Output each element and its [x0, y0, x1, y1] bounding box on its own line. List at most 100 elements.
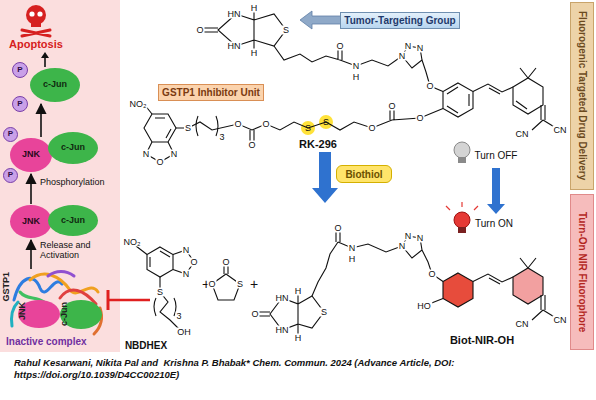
node-text: Turn-On NIR Fluorophore [577, 212, 588, 332]
side-band: Fluorogenic Targeted Drug Delivery [570, 2, 594, 190]
chemical-bonds [473, 84, 513, 94]
skull-icon [22, 5, 50, 36]
node-text: c-Jun [61, 143, 85, 153]
protein-blob: c-Jun [60, 300, 102, 329]
chemical-bonds [136, 11, 556, 335]
text-label: RK-296 [298, 139, 338, 150]
bulb-on [458, 227, 466, 233]
protein-blob: c-Jun [30, 68, 80, 102]
targeting-arrow [300, 11, 345, 29]
atom-label: H [250, 49, 259, 58]
text-label: Turn OFF [474, 151, 519, 161]
left-panel [0, 0, 120, 352]
atom-label: N [398, 52, 407, 61]
atom-label: N [182, 270, 191, 279]
atom-label: S [323, 118, 329, 127]
atom-label: S [184, 124, 192, 133]
flow-arrow [40, 104, 42, 137]
atom-label: N [348, 244, 357, 253]
atom-label: O [233, 120, 242, 129]
text-label: Apoptosis [9, 39, 63, 50]
atom-label: N [398, 242, 407, 251]
atom-label: N [404, 232, 413, 241]
chemical-bonds [516, 68, 556, 130]
atom-label: H [352, 73, 361, 82]
gstp1-protein [30, 274, 98, 293]
atom-label: CN [515, 130, 530, 139]
node-text: Biothiol [345, 169, 382, 180]
chemical-bonds [443, 83, 473, 117]
atom-label: OH [176, 328, 192, 337]
atom-label: N [170, 150, 179, 159]
node-text: Inactive complex [6, 336, 87, 347]
atom-label: CN [515, 320, 530, 329]
node-text: GSTP1 Inhibitor Unit [162, 87, 260, 98]
atom-label: O [189, 258, 198, 267]
chemical-bonds [424, 274, 513, 306]
disulfide-highlight [319, 115, 333, 129]
apoptosis-arrow [44, 57, 46, 67]
target-box: Tumor-Targeting Group [340, 12, 460, 29]
node-text: c-Jun [60, 302, 70, 326]
skull-icon [22, 30, 50, 36]
disulfide-highlight [301, 121, 315, 135]
flow-arrow [30, 240, 32, 269]
targeting-arrow [300, 11, 345, 29]
bulb-off [454, 142, 470, 163]
inhibition-line [107, 290, 110, 310]
chemical-bonds [447, 87, 469, 113]
node-text: JNK [22, 150, 40, 160]
atom-label: H [294, 334, 303, 343]
text-label: + [249, 277, 259, 291]
atom-label: O [247, 141, 256, 150]
chemical-bonds [196, 116, 218, 136]
atom-label: O [427, 270, 436, 279]
atom-label: 3 [218, 133, 225, 142]
atom-label: CN [553, 316, 568, 325]
gstp1-protein [11, 272, 101, 335]
inhibition-line [109, 299, 150, 302]
flow-arrow [30, 174, 32, 204]
bulb-off [454, 142, 470, 158]
atom-label: O [415, 114, 424, 123]
edge-label: Release and Activation [40, 240, 114, 261]
chemical-bonds [513, 78, 543, 114]
atom-label: S [282, 26, 290, 35]
caption: Rahul Kesarwani, Nikita Pal and Krishna … [14, 357, 484, 382]
atom-label: 3 [175, 312, 182, 321]
chemical-bonds [256, 294, 324, 335]
chemical-bonds [402, 236, 443, 282]
skull-icon [29, 11, 34, 16]
atom-label: O [387, 102, 396, 111]
skull-icon [31, 21, 41, 27]
node-text: JNK [18, 302, 28, 320]
node-text: GSTP1 [2, 272, 12, 302]
atom-label: HN [275, 294, 290, 303]
protein-complex: GSTP1Inactive complexJNKc-Jun [2, 270, 106, 334]
atom-label: NO₂ [129, 100, 148, 109]
atom-label: CN [553, 126, 568, 135]
protein-blob: JNK [10, 205, 52, 238]
atom-label: HN [227, 10, 242, 19]
atom-label: O [207, 280, 216, 289]
atom-label: O [155, 158, 164, 167]
text-label: Biot-NIR-OH [449, 335, 515, 346]
chemical-bonds [136, 246, 194, 330]
atom-label: O [221, 258, 230, 267]
atom-label: H [250, 4, 259, 13]
node-text: P [17, 66, 22, 75]
atom-label: O [425, 82, 434, 91]
apoptosis-arrow [41, 52, 49, 67]
side-band: Turn-On NIR Fluorophore [570, 194, 594, 350]
chemical-bonds [520, 258, 556, 320]
chemical-bonds [312, 229, 402, 296]
node-text: c-Jun [61, 216, 85, 226]
bulb-off [458, 157, 466, 163]
node-text: P [8, 130, 13, 139]
atom-label: H [348, 255, 357, 264]
node-text: P [8, 171, 13, 180]
atom-label: NO₂ [123, 238, 142, 247]
atom-label: O [195, 26, 204, 35]
gstp1-protein [48, 272, 74, 277]
atom-label: O [250, 310, 259, 319]
